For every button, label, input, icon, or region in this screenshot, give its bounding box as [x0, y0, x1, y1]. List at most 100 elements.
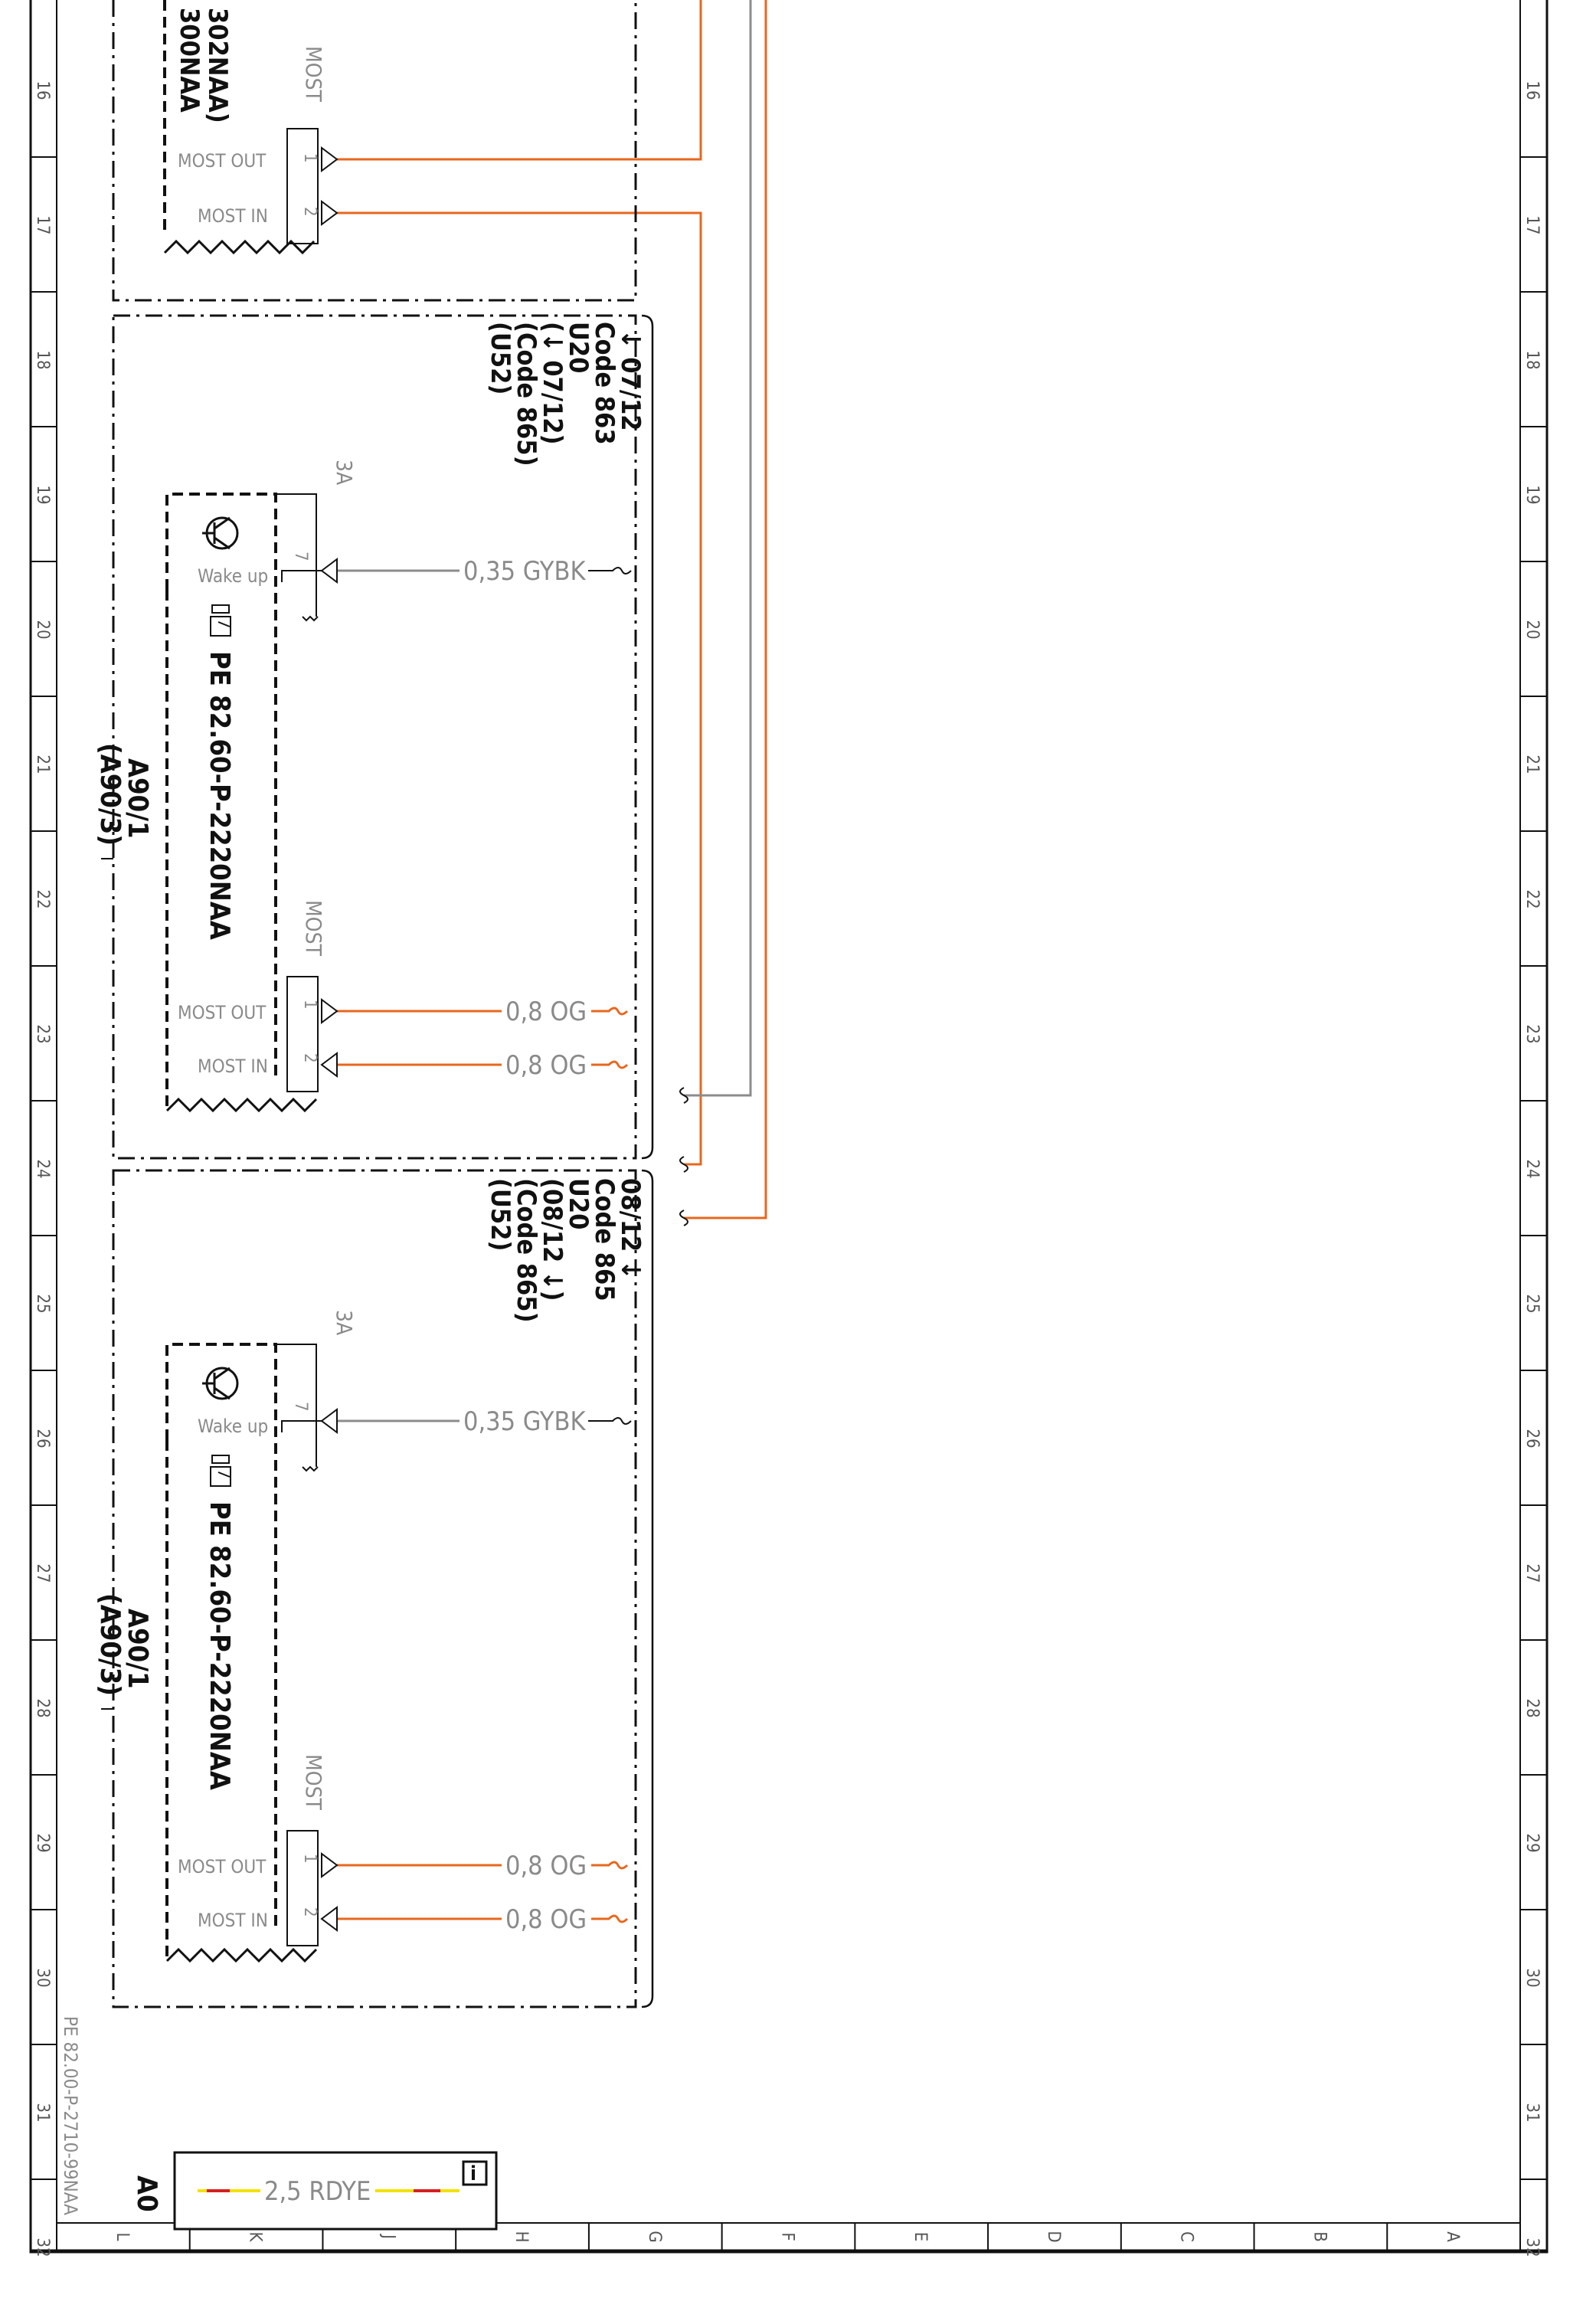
module2-pe-ref: PE 82.60-P-2220NAA — [204, 1501, 235, 1790]
info-icon — [462, 2160, 488, 2186]
row-label: 18 — [1522, 350, 1542, 369]
column-label: J — [378, 2233, 397, 2239]
module1-variant-5: (Code 865) — [511, 322, 541, 466]
transistor-icon — [202, 516, 239, 550]
wire-legend: 2,5 RDYE i — [173, 2151, 498, 2231]
module1-most-in-label: MOST IN — [198, 1056, 268, 1077]
module2-outer-frame — [112, 1169, 637, 2008]
row-label: 28 — [33, 1698, 52, 1717]
module2-zigzag — [165, 1947, 318, 1963]
transistor-icon — [202, 1367, 239, 1400]
row-label: 31 — [1522, 2103, 1542, 2122]
column-label: D — [1044, 2231, 1063, 2242]
module2-wake-label: Wake up — [198, 1416, 268, 1437]
module2-variant-6: (U52) — [485, 1178, 515, 1251]
row-label: 19 — [33, 485, 52, 504]
row-label: 28 — [1522, 1698, 1542, 1717]
trunk-wire-most-in — [337, 211, 702, 1166]
module2-variant-4: (08/12 ↓) — [537, 1178, 567, 1301]
top-part-line-2: 302NAA) — [202, 8, 233, 123]
module1-variant-1: ↓ 07/12 — [615, 329, 646, 431]
module2-variant-5: (Code 865) — [511, 1178, 541, 1323]
hand-pointer-icon — [210, 604, 231, 637]
row-label: 17 — [1522, 215, 1542, 234]
top-most-label: MOST — [301, 46, 326, 103]
module2-3a: 3A — [332, 1310, 357, 1336]
module1-component-1: A90/1 — [122, 758, 153, 839]
row-label: 18 — [33, 350, 52, 369]
module2-component-2: (A90/3) — [94, 1593, 126, 1696]
legend-id: A0 — [131, 2175, 162, 2212]
row-label: 29 — [33, 1833, 52, 1852]
module2-out-wire-label: 0,8 OG — [505, 1851, 587, 1881]
module1-outer-frame — [112, 314, 637, 1160]
row-ticks — [31, 156, 1547, 2180]
module2-brace — [641, 1169, 654, 2008]
row-label: 21 — [33, 755, 52, 774]
top-pin-in: 2 — [300, 207, 319, 217]
module1-pin-out: 1 — [300, 1000, 319, 1010]
module1-wake-pin: 7 — [291, 552, 310, 561]
row-label: 22 — [33, 889, 52, 908]
row-label: 19 — [1522, 485, 1542, 504]
column-label: B — [1310, 2231, 1329, 2242]
wire-break-1 — [679, 1087, 688, 1104]
module2-in-wire-label: 0,8 OG — [505, 1904, 587, 1935]
module1-variant-2: Code 863 — [589, 322, 620, 445]
column-label: L — [113, 2232, 132, 2241]
module2-inner-frame — [165, 1343, 277, 1930]
module-1: Wake up 7 3A 0,35 GYBK PE 82.60-P-2220NA… — [94, 314, 654, 1160]
column-label: F — [778, 2232, 797, 2241]
module1-variant-3: U20 — [563, 322, 594, 373]
module2-pin-out: 1 — [300, 1854, 319, 1864]
module1-3a-bracket — [276, 493, 317, 617]
row-label: 29 — [1522, 1833, 1542, 1852]
row-label: 24 — [1522, 1159, 1542, 1178]
row-label: 20 — [33, 620, 52, 639]
module2-wake-wire-label: 0,35 GYBK — [463, 1406, 586, 1437]
row-label: 21 — [1522, 755, 1542, 774]
hand-pointer-icon — [210, 1455, 231, 1487]
wire-break-3 — [679, 1210, 688, 1226]
module1-in-wire-label: 0,8 OG — [505, 1050, 587, 1081]
row-label: 27 — [1522, 1563, 1542, 1583]
module1-wake-label: Wake up — [198, 565, 268, 587]
top-most-out-label: MOST OUT — [178, 150, 267, 172]
module1-component-2: (A90/3) — [94, 743, 126, 846]
row-label: 17 — [33, 215, 52, 234]
module1-pe-ref: PE 82.60-P-2220NAA — [204, 651, 235, 940]
module2-variant-1: 08/12 ↓ — [615, 1178, 646, 1280]
module2-variant-3: U20 — [563, 1178, 594, 1229]
module2-variant-2: Code 865 — [589, 1178, 620, 1301]
row-label: 26 — [33, 1429, 52, 1448]
row-label: 24 — [33, 1159, 52, 1178]
row-label: 20 — [1522, 620, 1542, 639]
row-label: 23 — [33, 1024, 52, 1043]
top-module-frame — [112, 0, 637, 302]
row-label: 32 — [33, 2237, 52, 2257]
module1-zigzag — [165, 1097, 318, 1113]
column-label: K — [246, 2232, 265, 2243]
module2-component-1: A90/1 — [122, 1609, 153, 1689]
row-label: 25 — [1522, 1294, 1542, 1313]
row-label: 31 — [33, 2103, 52, 2122]
module1-most-label: MOST — [301, 900, 326, 957]
module-2: Wake up 7 3A 0,35 GYBK PE 82.60-P-2220NA… — [94, 1169, 654, 2008]
module1-variant-4: (↓ 07/12) — [537, 322, 567, 445]
column-label: A — [1443, 2231, 1462, 2242]
row-label: 32 — [1522, 2237, 1542, 2257]
row-label: 16 — [33, 80, 52, 100]
column-label: H — [512, 2231, 531, 2243]
trunk-wire-orange-2 — [684, 0, 767, 1219]
module1-variant-6: (U52) — [485, 322, 515, 394]
top-connector-housing — [286, 128, 319, 244]
column-label: C — [1177, 2231, 1196, 2242]
module1-out-wire-label: 0,8 OG — [505, 997, 587, 1027]
row-label: 27 — [33, 1563, 52, 1583]
module2-most-in-label: MOST IN — [198, 1910, 268, 1931]
legend-wire-label: 2,5 RDYE — [264, 2176, 371, 2207]
top-most-in-label: MOST IN — [198, 205, 268, 227]
trunk-wire-most-out — [337, 0, 702, 161]
module1-brace — [641, 314, 654, 1160]
